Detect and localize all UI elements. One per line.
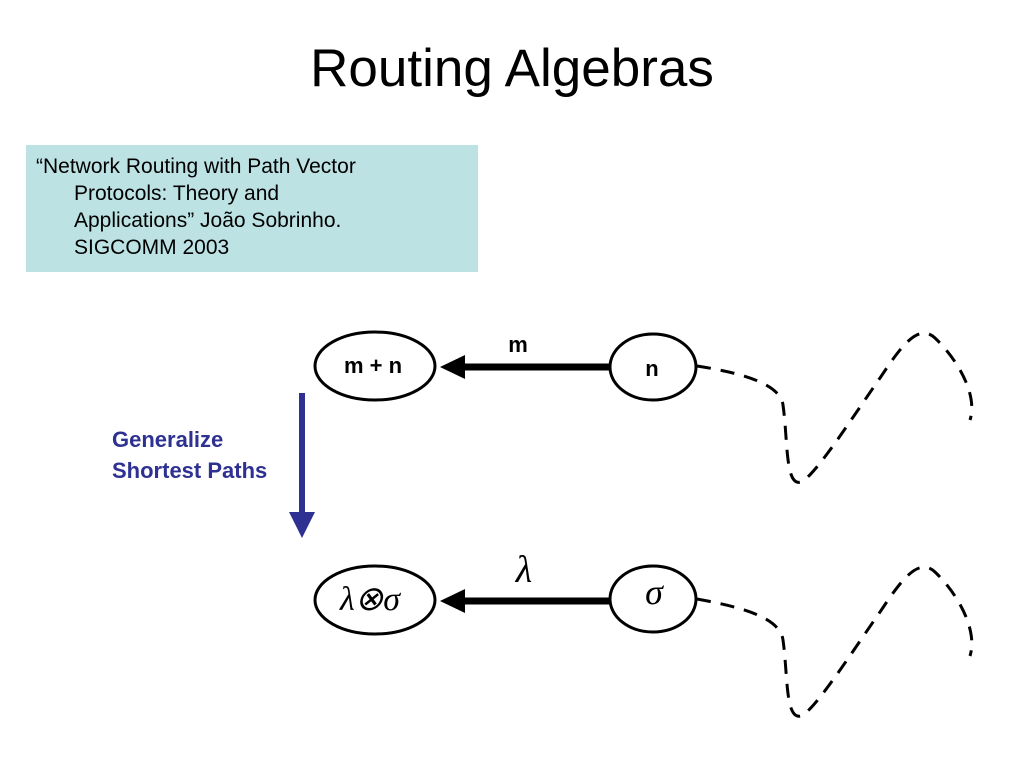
top-dashed-path <box>696 331 974 484</box>
generalize-label-line-1: Generalize <box>112 427 224 452</box>
bottom-dashed-path <box>696 565 974 718</box>
bottom-edge-label: λ <box>515 549 532 591</box>
bottom-left-node <box>313 564 437 636</box>
top-edge-label: m <box>508 332 528 357</box>
generalize-arrow-head <box>289 512 315 538</box>
top-diagram: m + n n m <box>313 330 974 484</box>
citation-line-3: Applications” João Sobrinho. <box>74 209 342 232</box>
citation-line-2: Protocols: Theory and <box>74 182 280 205</box>
bottom-left-node-label: λ⊗σ <box>339 581 401 618</box>
top-left-node-label: m + n <box>344 353 402 378</box>
top-edge-arrowhead <box>440 355 465 379</box>
bottom-right-node-label: σ <box>645 572 664 612</box>
top-left-node <box>313 330 437 402</box>
citation-line-4: SIGCOMM 2003 <box>74 236 230 259</box>
slide-title: Routing Algebras <box>310 39 714 98</box>
generalize-arrow <box>289 393 315 538</box>
top-right-node-label: n <box>645 356 658 381</box>
generalize-label-line-2: Shortest Paths <box>112 458 268 483</box>
citation-line-1: “Network Routing with Path Vector <box>36 155 356 178</box>
bottom-diagram: λ⊗σ σ λ <box>313 549 974 718</box>
bottom-edge-arrowhead <box>440 589 465 613</box>
citation-box: “Network Routing with Path Vector Protoc… <box>26 145 478 272</box>
generalize-label: Generalize Shortest Paths <box>112 424 267 486</box>
